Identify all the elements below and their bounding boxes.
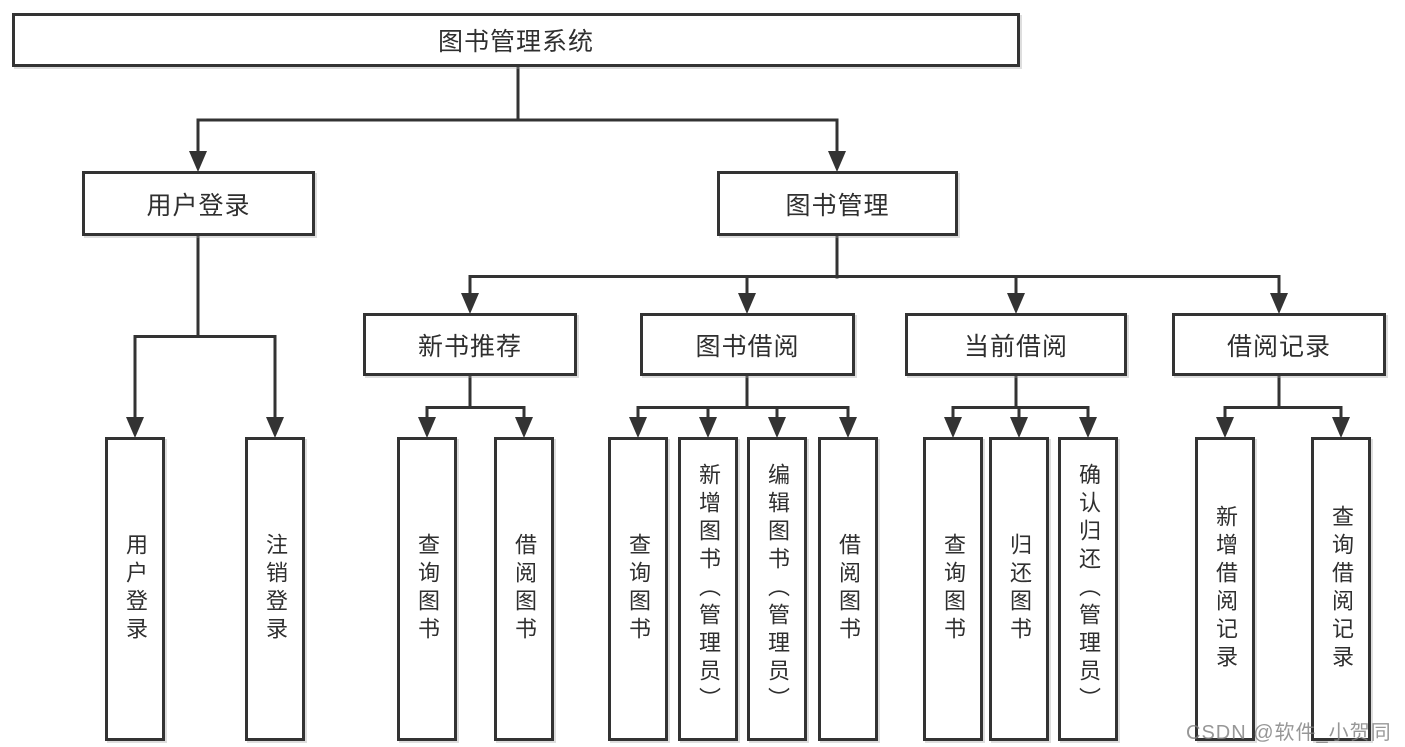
arrowhead xyxy=(1270,293,1288,314)
leaf-return-book: 归还图书 xyxy=(989,437,1049,741)
leaf-user-login: 用户登录 xyxy=(105,437,165,741)
leaf-confirm-return-admin: 确认归还（管理员） xyxy=(1058,437,1118,741)
node-book-borrowing: 图书借阅 xyxy=(640,313,855,376)
leaf-add-borrow-record: 新增借阅记录 xyxy=(1195,437,1255,741)
arrowhead xyxy=(189,151,207,172)
arrowhead xyxy=(1216,417,1234,438)
leaf-search-borrow-record: 查询借阅记录 xyxy=(1311,437,1371,741)
arrowhead xyxy=(515,417,533,438)
leaf-search-book: 查询图书 xyxy=(923,437,983,741)
leaf-search-book: 查询图书 xyxy=(608,437,668,741)
csdn-watermark: CSDN @软件_小贺同学 xyxy=(1186,722,1392,744)
arrowhead xyxy=(944,417,962,438)
connector-records-children xyxy=(1223,374,1343,422)
connector-borrow-children xyxy=(636,374,850,422)
connector-login-children xyxy=(133,234,277,422)
arrowhead xyxy=(1010,417,1028,438)
node-user-login: 用户登录 xyxy=(82,171,315,236)
node-borrow-records: 借阅记录 xyxy=(1172,313,1386,376)
arrowhead xyxy=(828,151,846,172)
arrowhead xyxy=(1007,293,1025,314)
arrowhead xyxy=(768,417,786,438)
connector-root-to-level2 xyxy=(196,65,839,156)
leaf-logout: 注销登录 xyxy=(245,437,305,741)
arrowhead xyxy=(839,417,857,438)
arrowhead xyxy=(629,417,647,438)
node-current-borrowing: 当前借阅 xyxy=(905,313,1127,376)
arrowhead xyxy=(126,417,144,438)
connector-current-children xyxy=(951,374,1090,422)
arrowhead xyxy=(738,293,756,314)
leaf-search-book: 查询图书 xyxy=(397,437,457,741)
leaf-edit-book-admin: 编辑图书（管理员） xyxy=(747,437,807,741)
arrowhead xyxy=(266,417,284,438)
leaf-add-book-admin: 新增图书（管理员） xyxy=(678,437,738,741)
connector-mgmt-to-level3 xyxy=(468,234,1281,298)
arrowhead xyxy=(699,417,717,438)
arrowhead xyxy=(461,293,479,314)
node-new-book-recommend: 新书推荐 xyxy=(363,313,577,376)
arrowheads xyxy=(126,151,1350,438)
arrowhead xyxy=(418,417,436,438)
leaf-borrow-book: 借阅图书 xyxy=(494,437,554,741)
connector-newbook-children xyxy=(425,374,526,422)
leaf-borrow-book: 借阅图书 xyxy=(818,437,878,741)
node-library-system: 图书管理系统 xyxy=(12,13,1020,67)
node-book-management: 图书管理 xyxy=(717,171,958,236)
arrowhead xyxy=(1332,417,1350,438)
arrowhead xyxy=(1079,417,1097,438)
